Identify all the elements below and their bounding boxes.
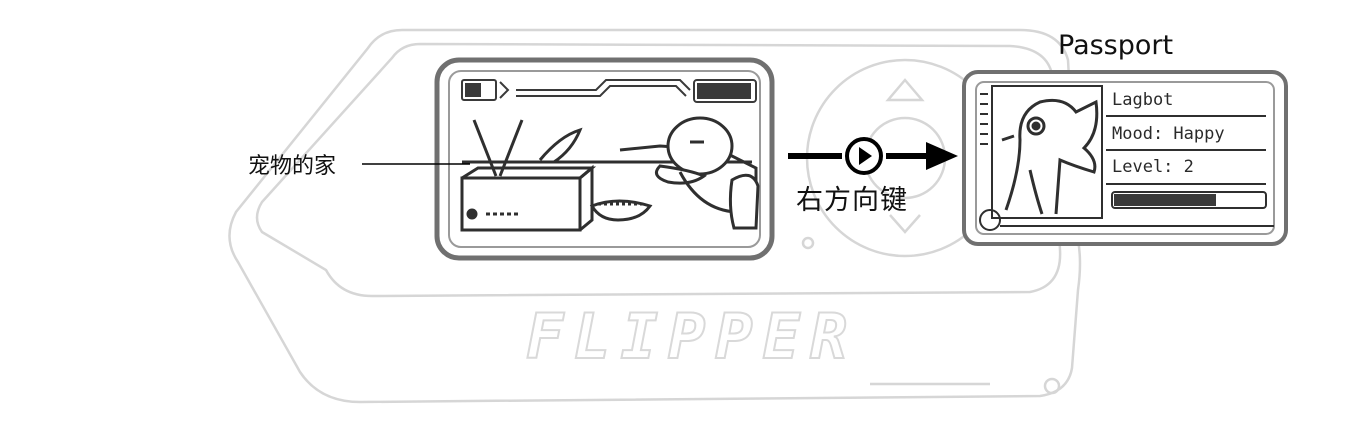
pet-name: Lagbot — [1112, 90, 1174, 110]
pet-mood: Mood: Happy — [1112, 124, 1225, 144]
passport-screen — [962, 70, 1288, 246]
status-bar — [461, 79, 757, 103]
room-scene — [460, 116, 760, 232]
navigation-arrow — [788, 137, 958, 175]
xp-bar-fill — [1114, 194, 1216, 206]
passport-title: Passport — [1058, 30, 1174, 61]
xp-bar — [1111, 191, 1267, 209]
pet-level: Level: 2 — [1112, 157, 1194, 177]
right-key-label: 右方向键 — [796, 185, 908, 216]
pet-home-screen — [434, 57, 775, 261]
flipper-brand-text: FLIPPER — [525, 299, 858, 374]
pet-home-label: 宠物的家 — [248, 154, 337, 179]
pet-portrait — [1001, 98, 1099, 215]
